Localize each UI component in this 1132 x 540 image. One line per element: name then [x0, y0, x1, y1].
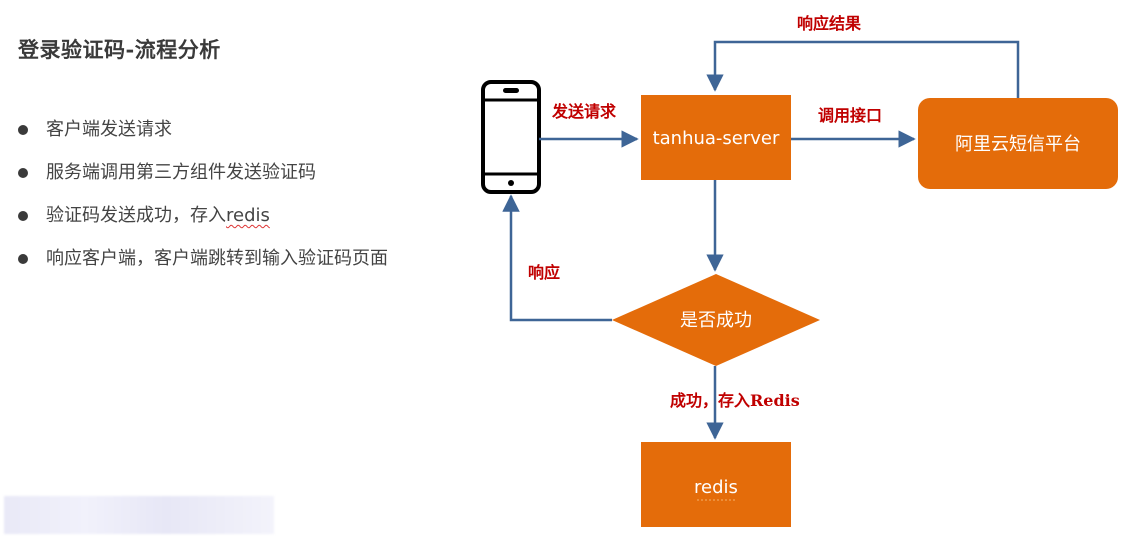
bullet-item: 服务端调用第三方组件发送验证码	[18, 155, 388, 198]
bullet-dot	[18, 168, 28, 178]
bullet-dot	[18, 125, 28, 135]
decision-label: 是否成功	[680, 310, 752, 331]
bullet-dot	[18, 211, 28, 221]
arrow-response	[502, 194, 612, 322]
server-label: tanhua-server	[653, 128, 780, 149]
arrow-response-result	[706, 40, 1020, 98]
label-call-api: 调用接口	[818, 106, 882, 125]
label-response-result: 响应结果	[797, 14, 861, 33]
label-success-store: 成功，存入Redis	[670, 391, 800, 410]
page-title: 登录验证码-流程分析	[18, 37, 221, 62]
bullet-item: 验证码发送成功，存入redis	[18, 198, 388, 241]
redis-label: redis	[694, 477, 738, 498]
phone-icon	[481, 80, 541, 194]
bullet-list: 客户端发送请求 服务端调用第三方组件发送验证码 验证码发送成功，存入redis …	[18, 112, 388, 284]
redis-box	[641, 442, 791, 527]
label-response: 响应	[528, 263, 560, 282]
label-send-request: 发送请求	[551, 102, 617, 121]
bullet-item: 客户端发送请求	[18, 112, 388, 155]
sms-platform-box	[918, 98, 1118, 189]
decision-diamond	[612, 274, 820, 366]
server-box	[641, 95, 791, 180]
sms-platform-label: 阿里云短信平台	[955, 134, 1081, 155]
blurred-watermark	[4, 496, 274, 534]
bullet-dot	[18, 254, 28, 264]
bullet-item: 响应客户端，客户端跳转到输入验证码页面	[18, 241, 388, 284]
